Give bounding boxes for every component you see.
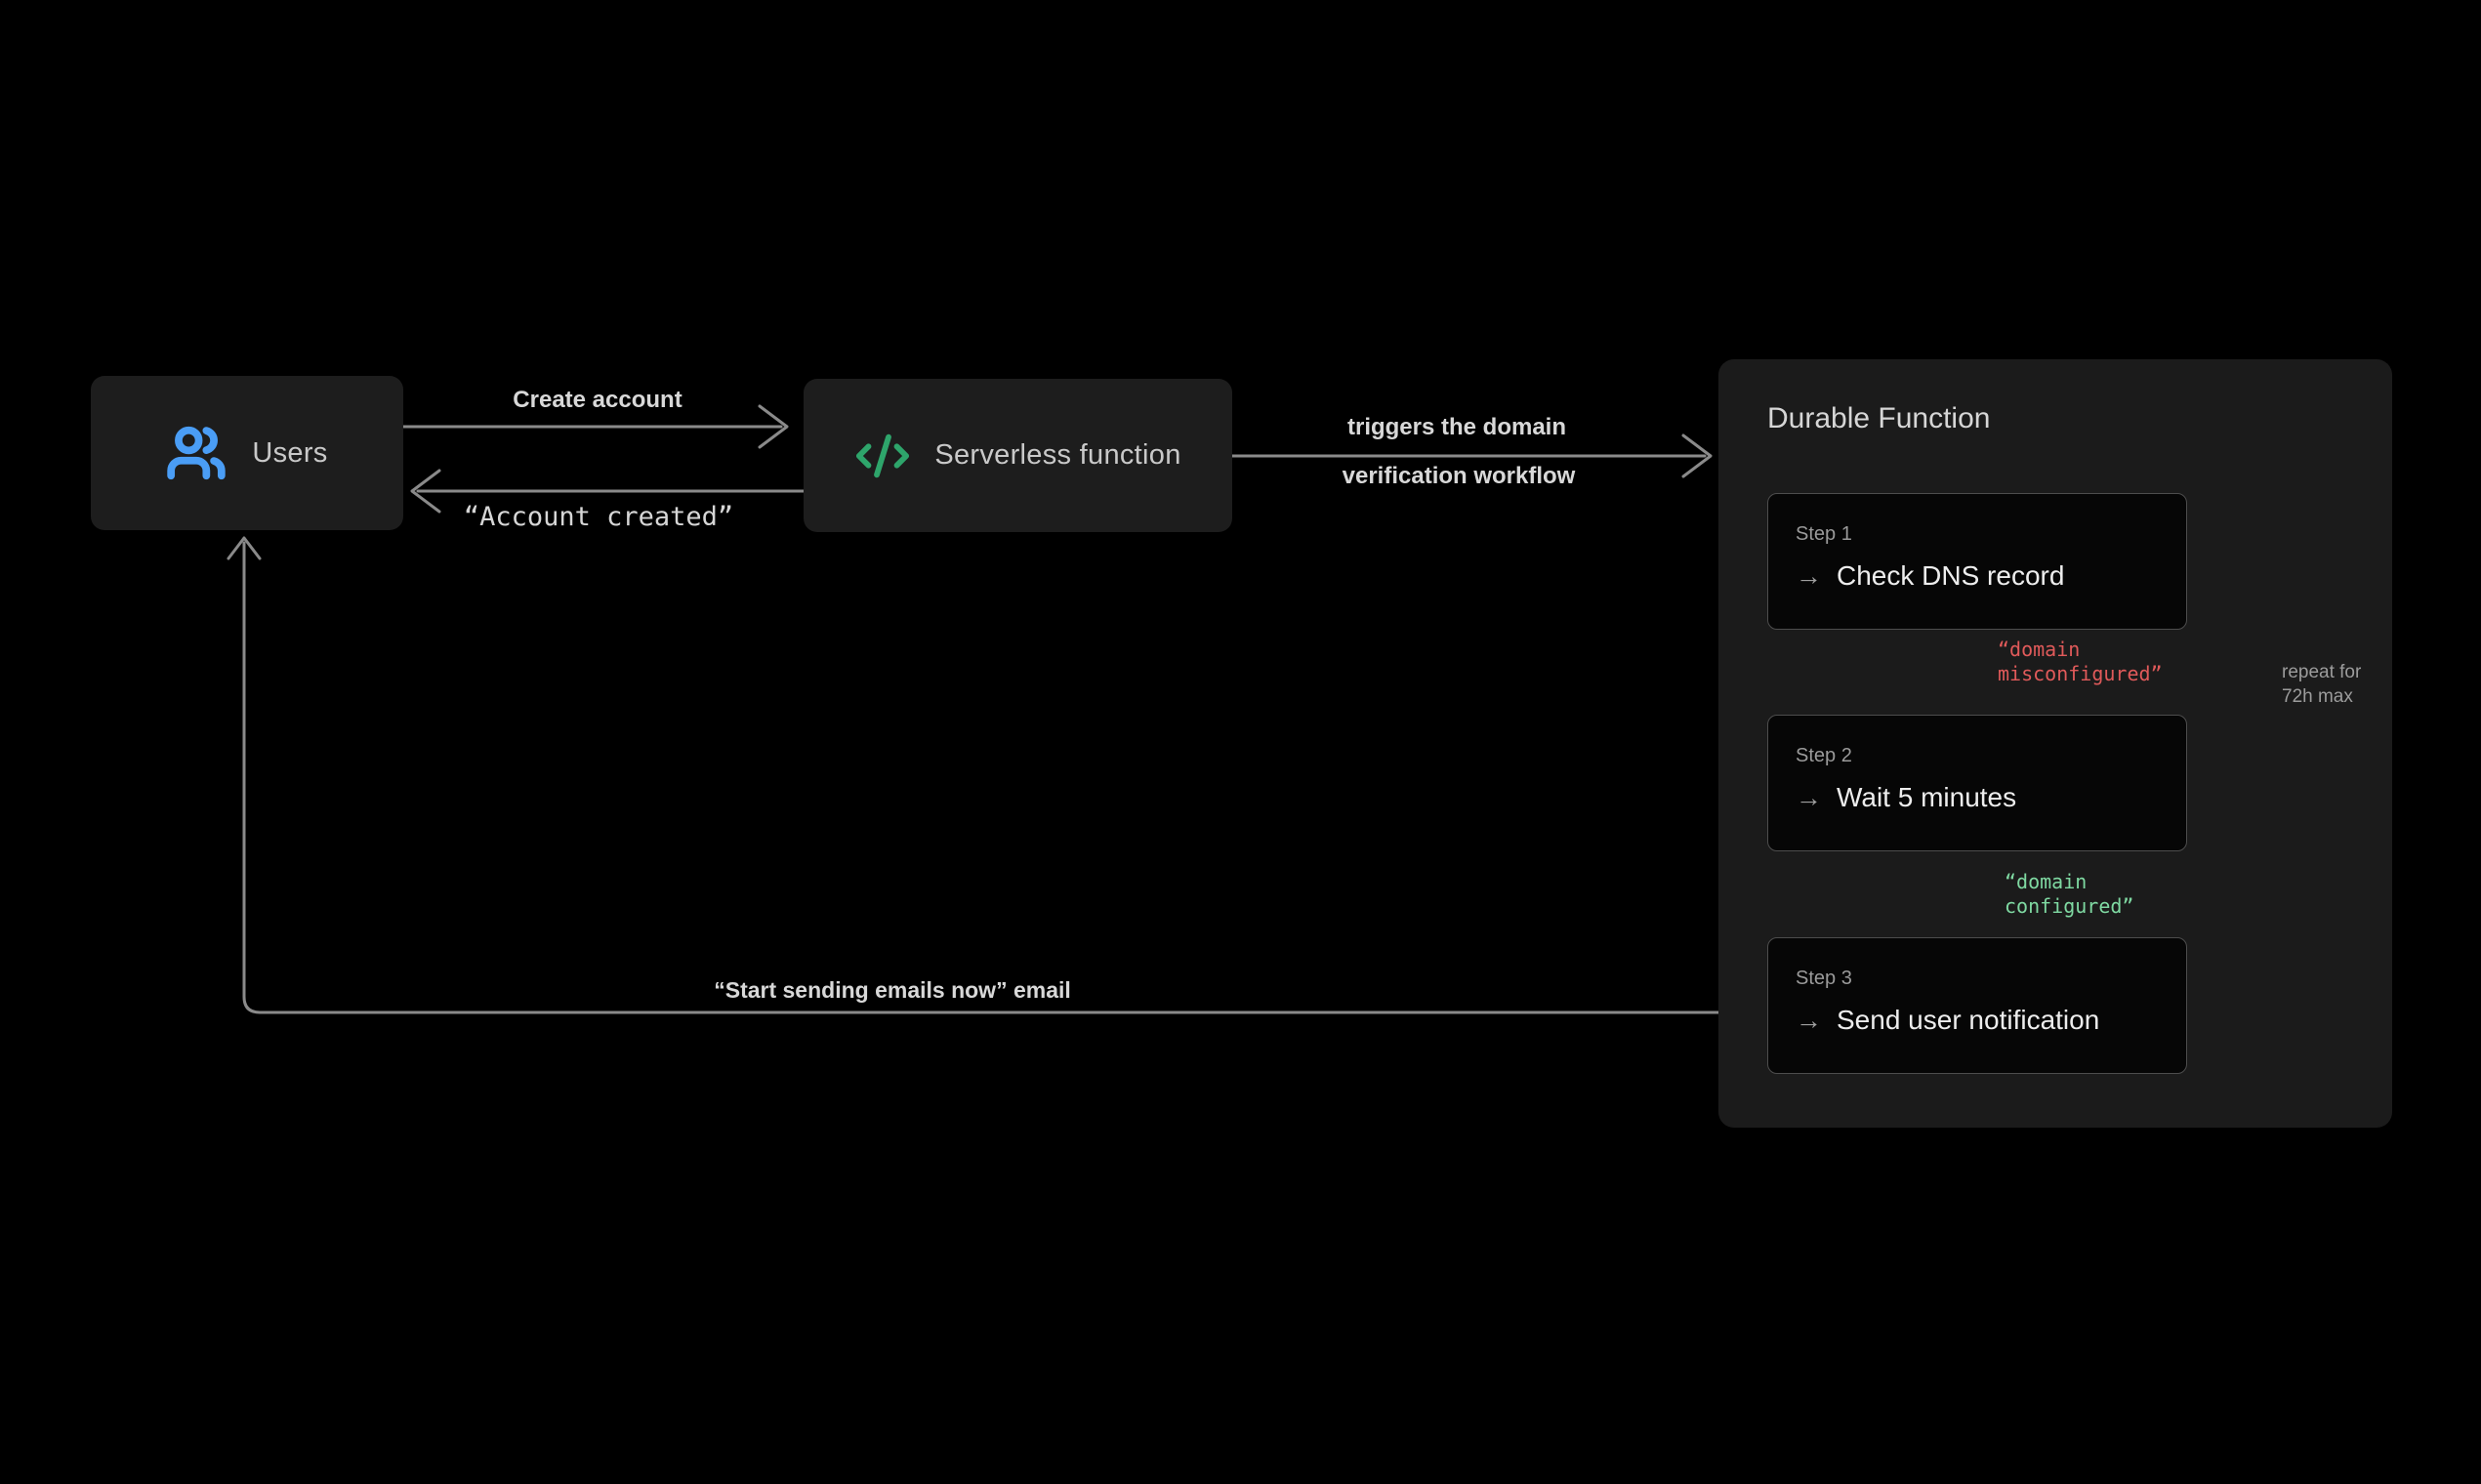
users-icon: [167, 426, 227, 480]
arrow-send-email-to-users: [227, 536, 1769, 1014]
step-2-action: Wait 5 minutes: [1837, 782, 2017, 812]
code-icon: [856, 433, 910, 477]
domain-misconfigured-line2: misconfigured”: [1998, 662, 2163, 685]
serverless-node: Serverless function: [804, 379, 1232, 532]
account-created-label: “Account created”: [463, 502, 734, 532]
users-node: Users: [91, 376, 403, 530]
repeat-note-line2: 72h max: [2282, 686, 2353, 707]
domain-configured-line2: configured”: [2005, 894, 2134, 918]
domain-misconfigured-label: “domain misconfigured”: [1998, 638, 2163, 686]
domain-misconfigured-line1: “domain: [1998, 638, 2081, 661]
domain-configured-line1: “domain: [2005, 870, 2088, 893]
step-3-action: Send user notification: [1837, 1005, 2100, 1035]
step-1-action: Check DNS record: [1837, 560, 2065, 591]
triggers-label-line2: verification workflow: [1342, 463, 1576, 489]
step-3-label: Step 3: [1796, 968, 1852, 989]
arrow-right-icon: →: [1796, 560, 1822, 591]
create-account-label: Create account: [513, 387, 682, 413]
step-2-label: Step 2: [1796, 745, 1852, 766]
step-1-box: Step 1 → Check DNS record: [1767, 493, 2187, 630]
arrow-right-icon: →: [1796, 1005, 1822, 1035]
step-2-box: Step 2 → Wait 5 minutes: [1767, 715, 2187, 851]
step-3-box: Step 3 → Send user notification: [1767, 937, 2187, 1074]
domain-configured-label: “domain configured”: [2005, 870, 2133, 919]
start-sending-email-label: “Start sending emails now” email: [714, 977, 1071, 1003]
repeat-note-line1: repeat for: [2282, 662, 2362, 682]
arrow-right-icon: →: [1796, 782, 1822, 812]
serverless-label: Serverless function: [934, 439, 1181, 471]
repeat-note: repeat for 72h max: [2282, 660, 2361, 709]
step-1-label: Step 1: [1796, 523, 1852, 545]
triggers-label-line1: triggers the domain: [1346, 414, 1567, 440]
durable-function-panel: Durable Function Step 1 → Check DNS reco…: [1718, 359, 2392, 1128]
users-label: Users: [252, 436, 328, 469]
durable-function-title: Durable Function: [1767, 402, 1991, 434]
